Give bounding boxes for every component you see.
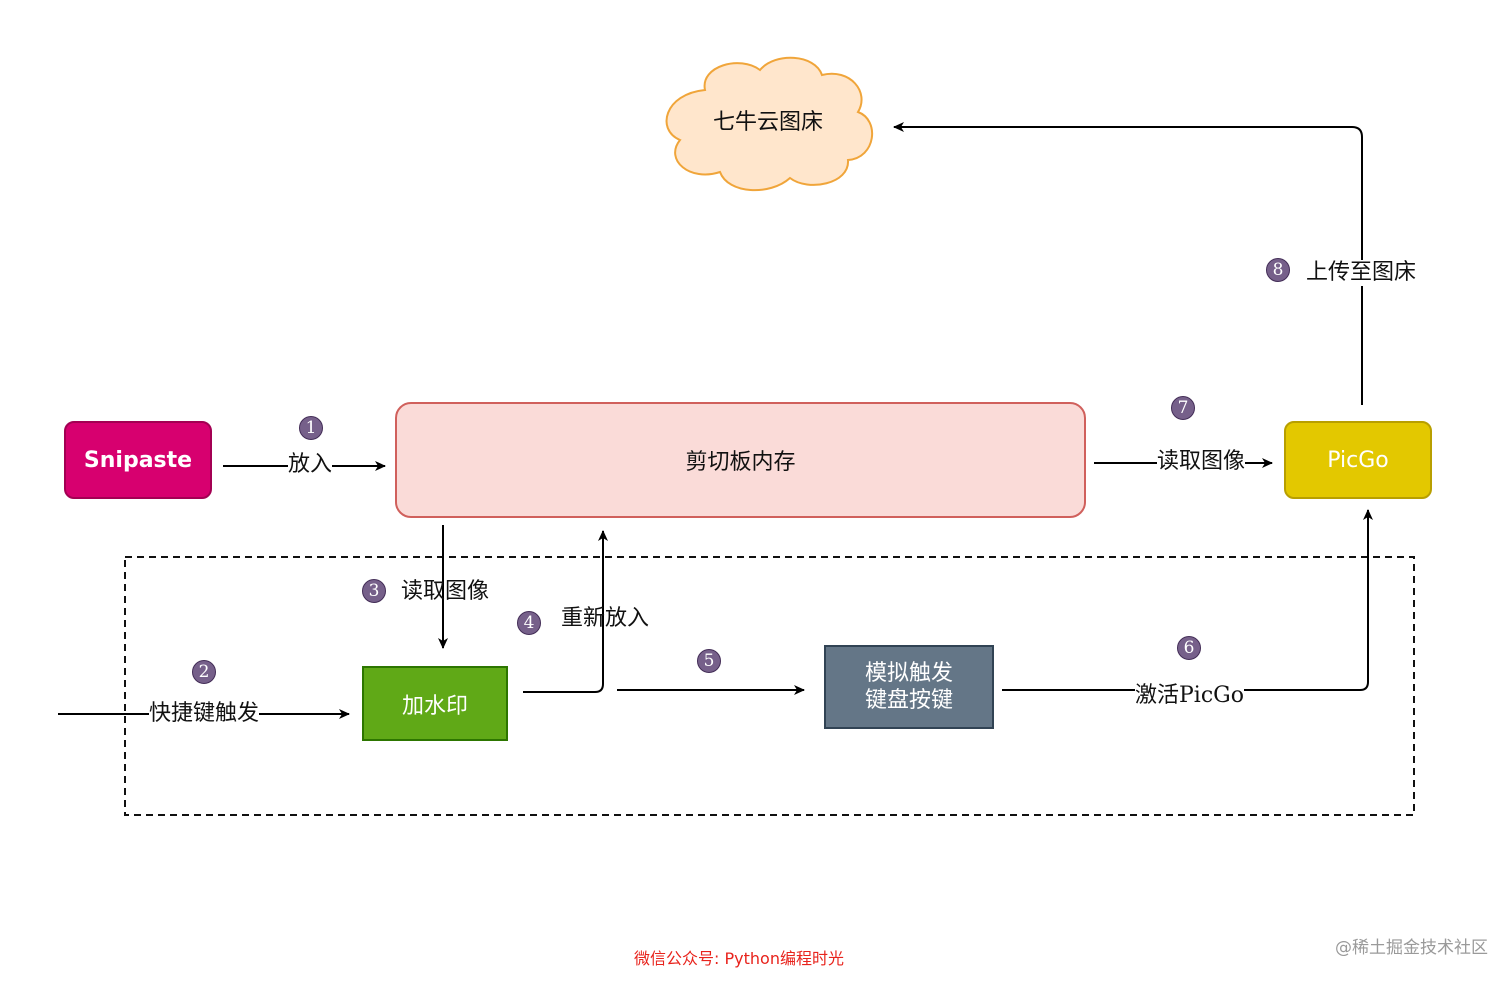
step-2-label: 快捷键触发: [149, 701, 260, 727]
step-6-label: 激活PicGo: [1135, 683, 1244, 709]
process-group-frame: [124, 556, 1415, 816]
clipboard-memory-node: 剪切板内存: [395, 402, 1086, 518]
arrow-simulate-to-picgo: [1002, 509, 1373, 691]
cloud-storage-label: 七牛云图床: [712, 110, 823, 135]
step-1-label: 放入: [288, 452, 333, 478]
arrow-watermark-to-clipboard: [523, 530, 608, 693]
step-3-label: 读取图像: [401, 579, 490, 604]
step-2-badge: 2: [192, 660, 216, 684]
step-7-label: 读取图像: [1157, 449, 1246, 475]
snipaste-node: Snipaste: [64, 421, 212, 499]
cloud-shape: [665, 56, 874, 191]
step-3-badge: 3: [362, 579, 386, 603]
step-8-label: 上传至图床: [1306, 260, 1417, 286]
step-8-badge: 8: [1266, 258, 1290, 282]
step-4-label: 重新放入: [561, 606, 650, 631]
step-7-badge: 7: [1171, 396, 1195, 420]
step-6-badge: 6: [1177, 636, 1201, 660]
source-credit: @稀土掘金技术社区: [1335, 938, 1488, 958]
wechat-footer: 微信公众号: Python编程时光: [634, 949, 844, 968]
simulate-line-2: 键盘按键: [864, 688, 953, 713]
step-4-badge: 4: [517, 611, 541, 635]
add-watermark-node: 加水印: [362, 666, 508, 741]
simulate-keypress-node: 模拟触发 键盘按键: [824, 645, 994, 729]
picgo-node: PicGo: [1284, 421, 1432, 499]
step-1-badge: 1: [299, 416, 323, 440]
arrow-picgo-to-cloud: [893, 122, 1363, 405]
simulate-line-1: 模拟触发: [864, 661, 953, 686]
step-5-badge: 5: [697, 649, 721, 673]
